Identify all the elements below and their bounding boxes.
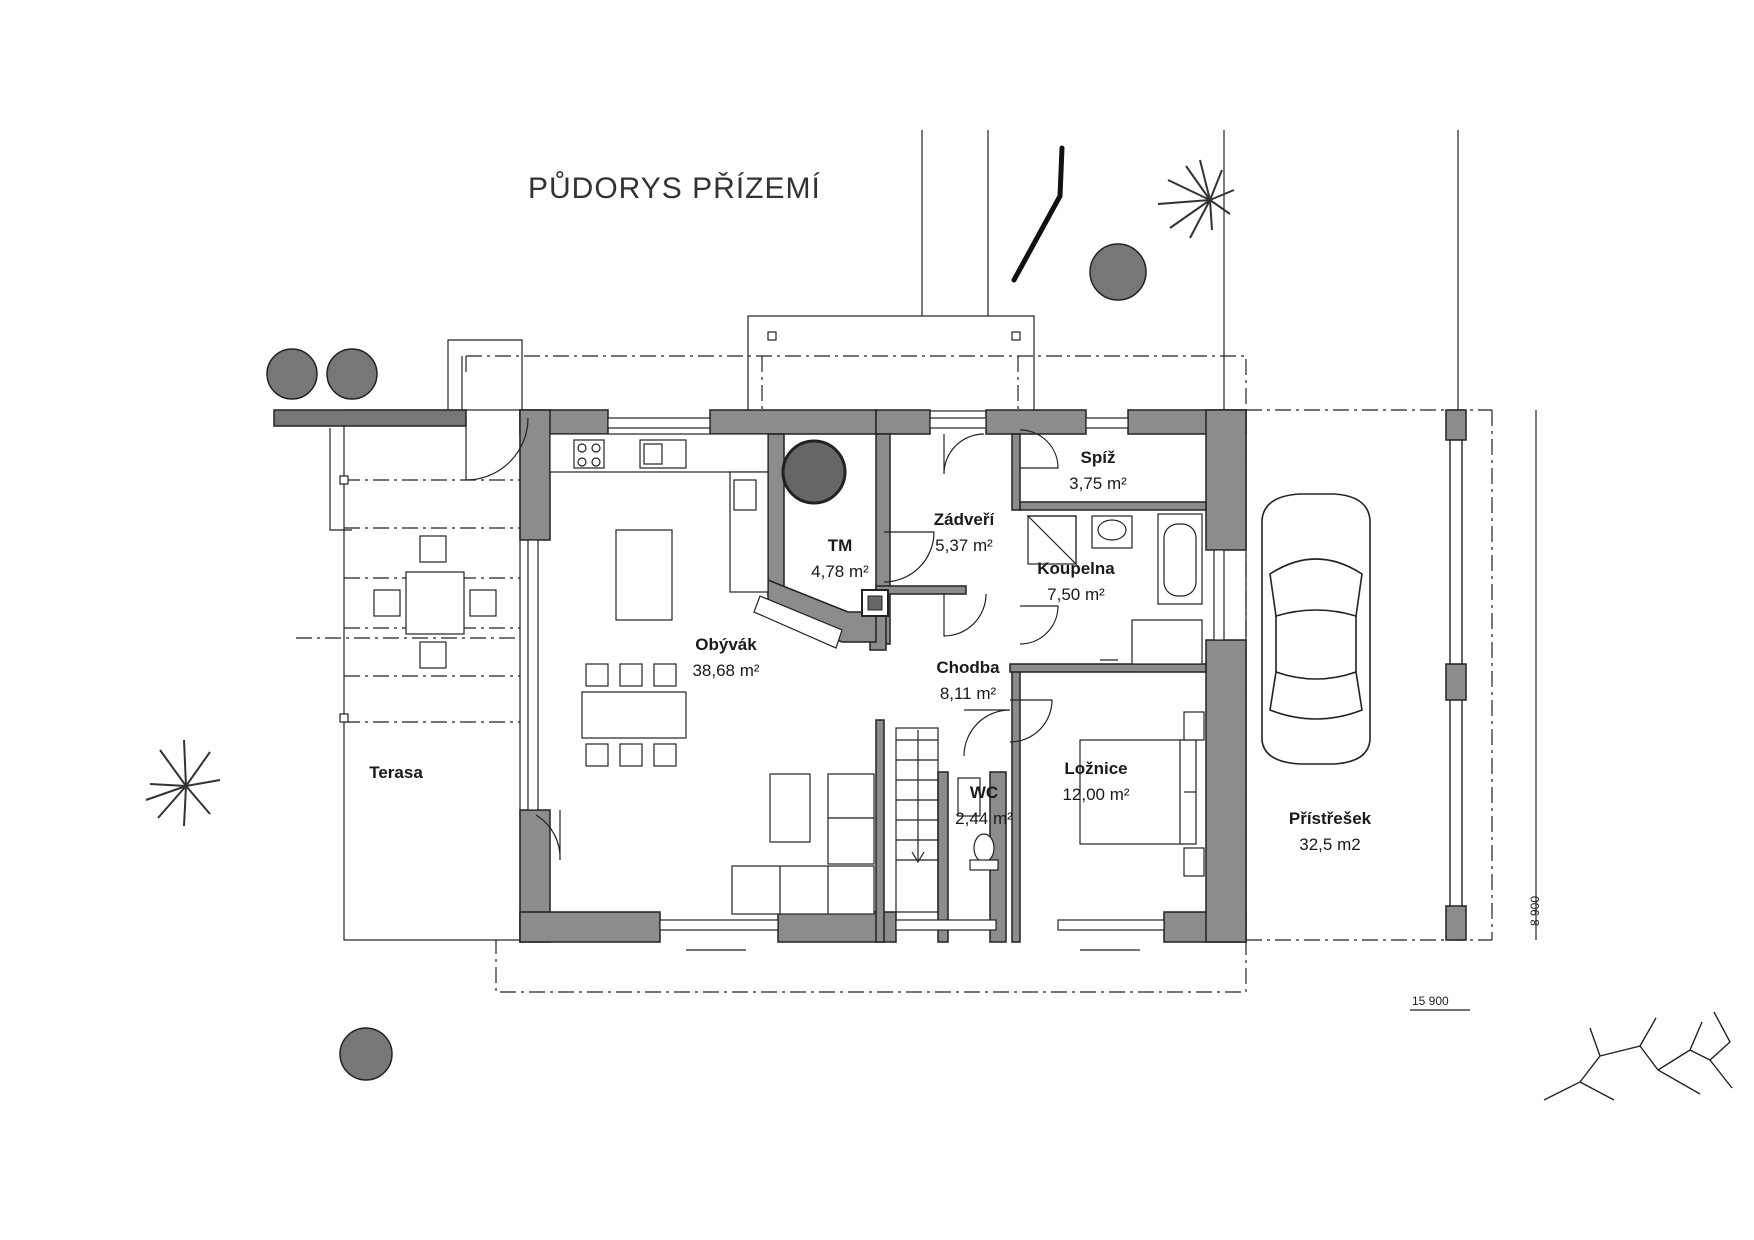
room-zadveri: Zádveří 5,37 m² (934, 507, 994, 559)
room-area: 38,68 m² (692, 661, 760, 680)
room-area: 32,5 m2 (1299, 835, 1361, 854)
room-name: Obývák (695, 635, 757, 654)
room-obyvak: Obývák 38,68 m² (692, 632, 759, 684)
north-arrow-icon (1011, 145, 1065, 283)
plan-title: PŮDORYS PŘÍZEMÍ (528, 172, 821, 205)
room-area: 7,50 m² (1047, 585, 1105, 604)
room-name: Zádveří (933, 510, 995, 529)
room-koupelna: Koupelna 7,50 m² (1037, 556, 1114, 608)
room-name: Terasa (369, 763, 423, 782)
room-area: 12,00 m² (1062, 785, 1130, 804)
room-area: 4,78 m² (811, 562, 869, 581)
room-area: 5,37 m² (935, 536, 993, 555)
stove-icon (781, 439, 847, 505)
room-chodba: Chodba 8,11 m² (936, 655, 999, 707)
room-name: Koupelna (1037, 559, 1115, 578)
room-name: Spíž (1080, 448, 1116, 467)
room-name: WC (969, 783, 999, 802)
dimension-depth: 8 900 (1528, 895, 1542, 926)
shrub-icon (145, 159, 1235, 827)
room-spiz: Spíž 3,75 m² (1069, 445, 1127, 497)
room-name: TM (827, 536, 853, 555)
room-name: Chodba (936, 658, 1000, 677)
room-tm: TM 4,78 m² (811, 533, 869, 585)
room-area: 2,44 m² (955, 809, 1013, 828)
room-name: Přístřešek (1288, 809, 1372, 828)
room-pristresek: Přístřešek 32,5 m2 (1289, 806, 1371, 858)
car-icon (1261, 493, 1371, 765)
room-terasa: Terasa (369, 760, 423, 786)
room-wc: WC 2,44 m² (955, 780, 1013, 832)
room-area: 3,75 m² (1069, 474, 1127, 493)
dimension-width: 15 900 (1412, 994, 1449, 1008)
room-loznice: Ložnice 12,00 m² (1062, 756, 1129, 808)
room-name: Ložnice (1064, 759, 1128, 778)
room-area: 8,11 m² (939, 684, 997, 703)
tree-icon (266, 243, 1147, 1081)
